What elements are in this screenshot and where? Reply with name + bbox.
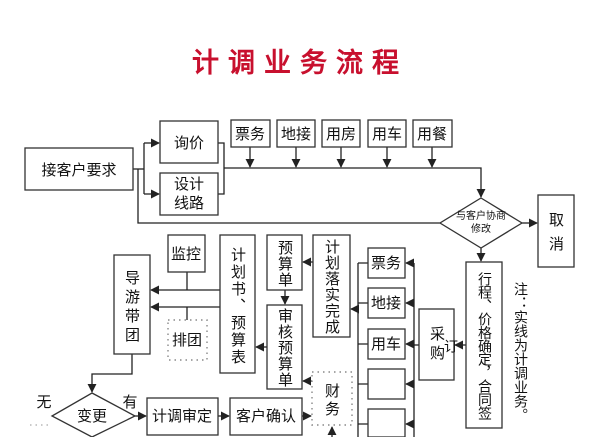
- right-item-box-empty: [367, 368, 406, 400]
- top-item-label: 用房: [326, 125, 356, 143]
- confirm-contract-box: [465, 261, 503, 429]
- top-item-label: 用餐: [417, 125, 447, 143]
- confirm-contract-label: 行程、价格确定，合同签订: [442, 272, 492, 420]
- top-item-box: [230, 119, 271, 148]
- inquiry-label: 询价: [174, 134, 204, 152]
- plan-done-box: [312, 234, 351, 338]
- right-column-boxes: [367, 247, 406, 437]
- budget-box: [266, 234, 303, 291]
- customer-confirm-label: 客户确认: [236, 407, 296, 425]
- yes-label: 有: [122, 393, 137, 411]
- approve-box: [146, 397, 219, 436]
- review-budget-box: [266, 304, 303, 390]
- right-item-label: 票务: [371, 254, 401, 272]
- right-item-label: 地接: [371, 294, 401, 312]
- top-item-box: [412, 119, 453, 148]
- cancel-label: 取消: [547, 212, 565, 260]
- budget-label: 预算单: [276, 240, 294, 288]
- top-item-box: [321, 119, 361, 148]
- top-row-boxes: [230, 119, 453, 148]
- right-item-box: [367, 247, 406, 279]
- cancel-box: [537, 194, 575, 268]
- purchase-box: [418, 308, 455, 381]
- receive-request-box: [24, 147, 134, 191]
- design-route-box: [159, 172, 219, 216]
- top-item-label: 用车: [372, 125, 402, 143]
- change-diamond: [50, 392, 137, 437]
- arrange-label: 排团: [172, 331, 202, 349]
- negotiate-diamond: [438, 197, 524, 249]
- no-label: 无: [36, 393, 51, 411]
- monitor-box: [167, 234, 206, 273]
- finance-label: 财务: [323, 383, 341, 419]
- monitor-label: 监控: [171, 245, 201, 263]
- guide-label: 导游带团: [123, 270, 141, 346]
- guide-box: [113, 254, 151, 355]
- plan-done-label: 计划落实完成: [323, 239, 341, 335]
- change-label: 变更: [77, 407, 107, 425]
- negotiate-label: 与客户协商修改: [456, 211, 506, 235]
- purchase-label: 采购: [428, 326, 446, 364]
- plan-book-label: 计划书、预算表: [229, 246, 247, 366]
- design-route-label: 设计线路: [173, 175, 204, 212]
- right-item-label: 用车: [371, 335, 401, 353]
- right-item-box: [367, 328, 406, 360]
- review-budget-label: 审核预算单: [276, 308, 294, 388]
- right-item-box: [367, 287, 406, 319]
- right-item-box-empty: [367, 408, 406, 437]
- diagram-title: 计调业务流程: [192, 48, 408, 79]
- plan-book-box: [219, 234, 256, 374]
- top-item-box: [276, 119, 316, 148]
- approve-label: 计调审定: [152, 407, 212, 425]
- finance-box: [311, 371, 353, 426]
- receive-request-label: 接客户要求: [41, 161, 116, 179]
- arrange-box: [167, 319, 208, 361]
- connectors: [87, 138, 538, 437]
- note-text: 注：实线为计调业务。: [512, 282, 528, 422]
- top-item-label: 地接: [281, 125, 311, 143]
- customer-confirm-box: [229, 397, 303, 436]
- inquiry-box: [159, 120, 219, 164]
- top-item-box: [367, 119, 407, 148]
- top-item-label: 票务: [235, 125, 265, 143]
